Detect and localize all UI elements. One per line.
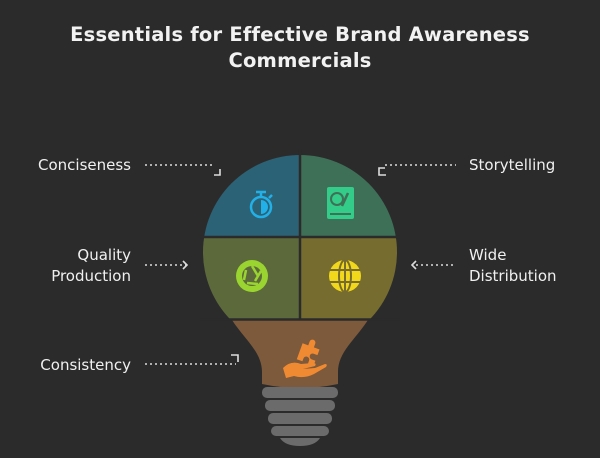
hand-puzzle-icon: [283, 339, 327, 378]
label-wide-distribution: Wide Distribution: [469, 245, 557, 287]
title-line-1: Essentials for Effective Brand Awareness: [70, 23, 530, 46]
label-line: Production: [51, 267, 131, 285]
corner-bracket-icon: [231, 354, 239, 362]
label-quality-production: Quality Production: [51, 245, 131, 287]
label-conciseness: Conciseness: [38, 156, 131, 174]
corner-bracket-icon: [378, 167, 386, 176]
stopwatch-icon: [249, 190, 273, 219]
label-line: Quality: [77, 246, 131, 264]
label-consistency: Consistency: [40, 356, 131, 374]
corner-bracket-icon: [214, 169, 221, 176]
label-storytelling: Storytelling: [469, 156, 556, 174]
title-line-2: Commercials: [228, 49, 372, 72]
label-line: Wide: [469, 246, 507, 264]
arrow-left-icon: [410, 260, 417, 270]
camera-shutter-icon: [236, 260, 268, 292]
book-palette-icon: [327, 187, 354, 219]
quadrant-conciseness: [203, 155, 300, 237]
bulb-screw-base: [262, 387, 338, 446]
diagram-title: Essentials for Effective Brand Awareness…: [0, 22, 600, 74]
arrow-right-icon: [182, 260, 189, 270]
globe-icon: [329, 259, 361, 293]
label-line: Distribution: [469, 267, 557, 285]
